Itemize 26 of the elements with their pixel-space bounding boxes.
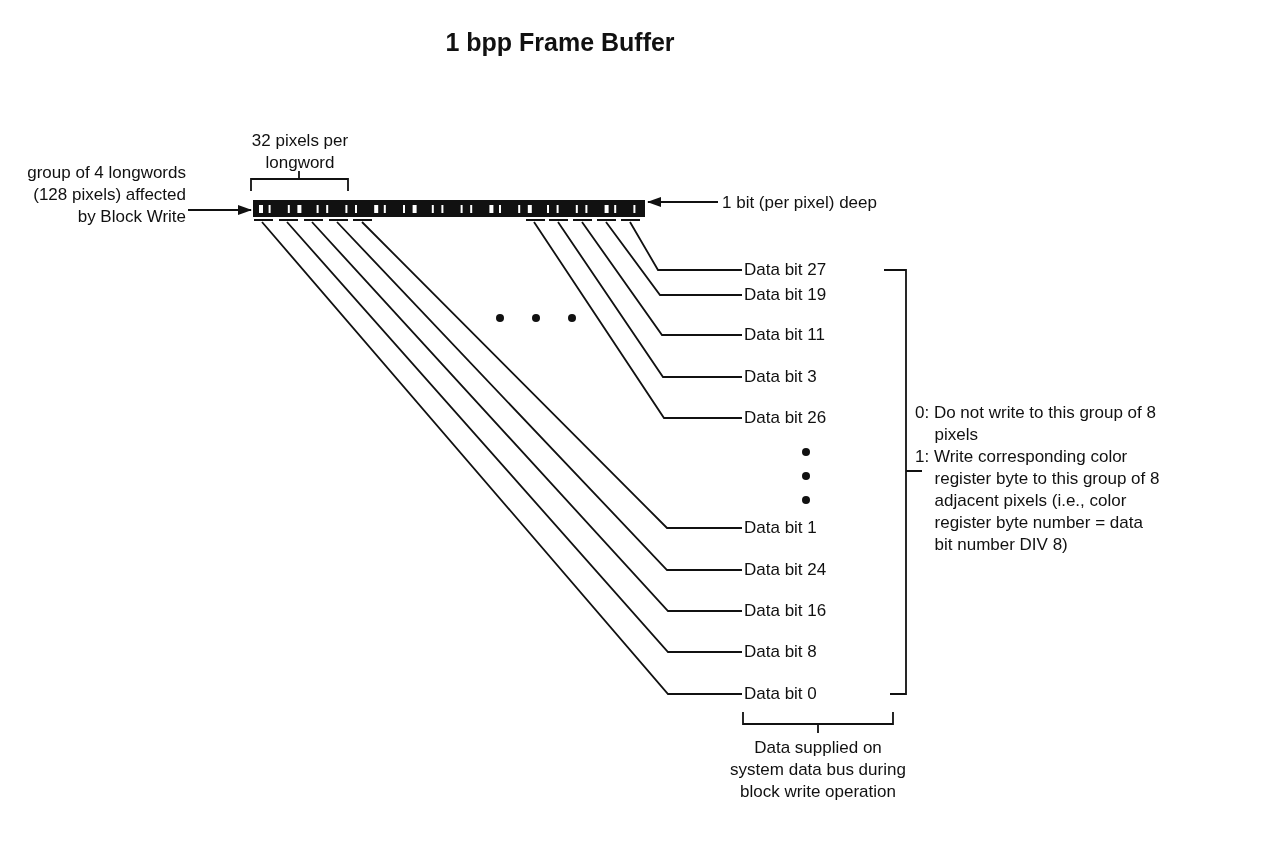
callout-text: Data bit 0 xyxy=(744,683,817,705)
note-text: 1: Write corresponding color register byte to this group of 8 adjacent pixels (i.e., color register byte number = data bit number DIV 8) xyxy=(915,446,1161,556)
connector-line xyxy=(605,221,743,296)
connector-line xyxy=(581,221,743,336)
connector-line xyxy=(557,221,743,378)
connector-line xyxy=(336,221,743,571)
note-text: 0: Do not write to this group of 8 pixels xyxy=(915,402,1157,446)
callout-text: group of 4 longwords (128 pixels) affected by Block Write xyxy=(26,162,186,228)
arrow xyxy=(647,197,719,207)
connector-line xyxy=(533,221,743,419)
dimension-label: 32 pixels per longword xyxy=(250,130,350,174)
callout-text: Data bit 11 xyxy=(744,324,825,346)
connector-line xyxy=(361,221,743,529)
arrow xyxy=(187,205,252,215)
callout-text: Data bit 3 xyxy=(744,366,817,388)
callout-text: 1 bit (per pixel) deep xyxy=(722,192,877,214)
callout-text: Data bit 27 xyxy=(744,259,827,281)
callout-text: Data bit 19 xyxy=(744,284,827,306)
callout-text: Data bit 24 xyxy=(744,559,827,581)
callout-text: Data bit 26 xyxy=(744,407,827,429)
caption-text: Data supplied on system data bus during block write operation xyxy=(729,737,907,803)
callout-text: Data bit 16 xyxy=(744,600,827,622)
callout-text: Data bit 1 xyxy=(744,517,817,539)
callout-text: Data bit 8 xyxy=(744,641,817,663)
connector-line xyxy=(629,221,743,271)
diagram-title: 1 bpp Frame Buffer xyxy=(444,28,676,57)
